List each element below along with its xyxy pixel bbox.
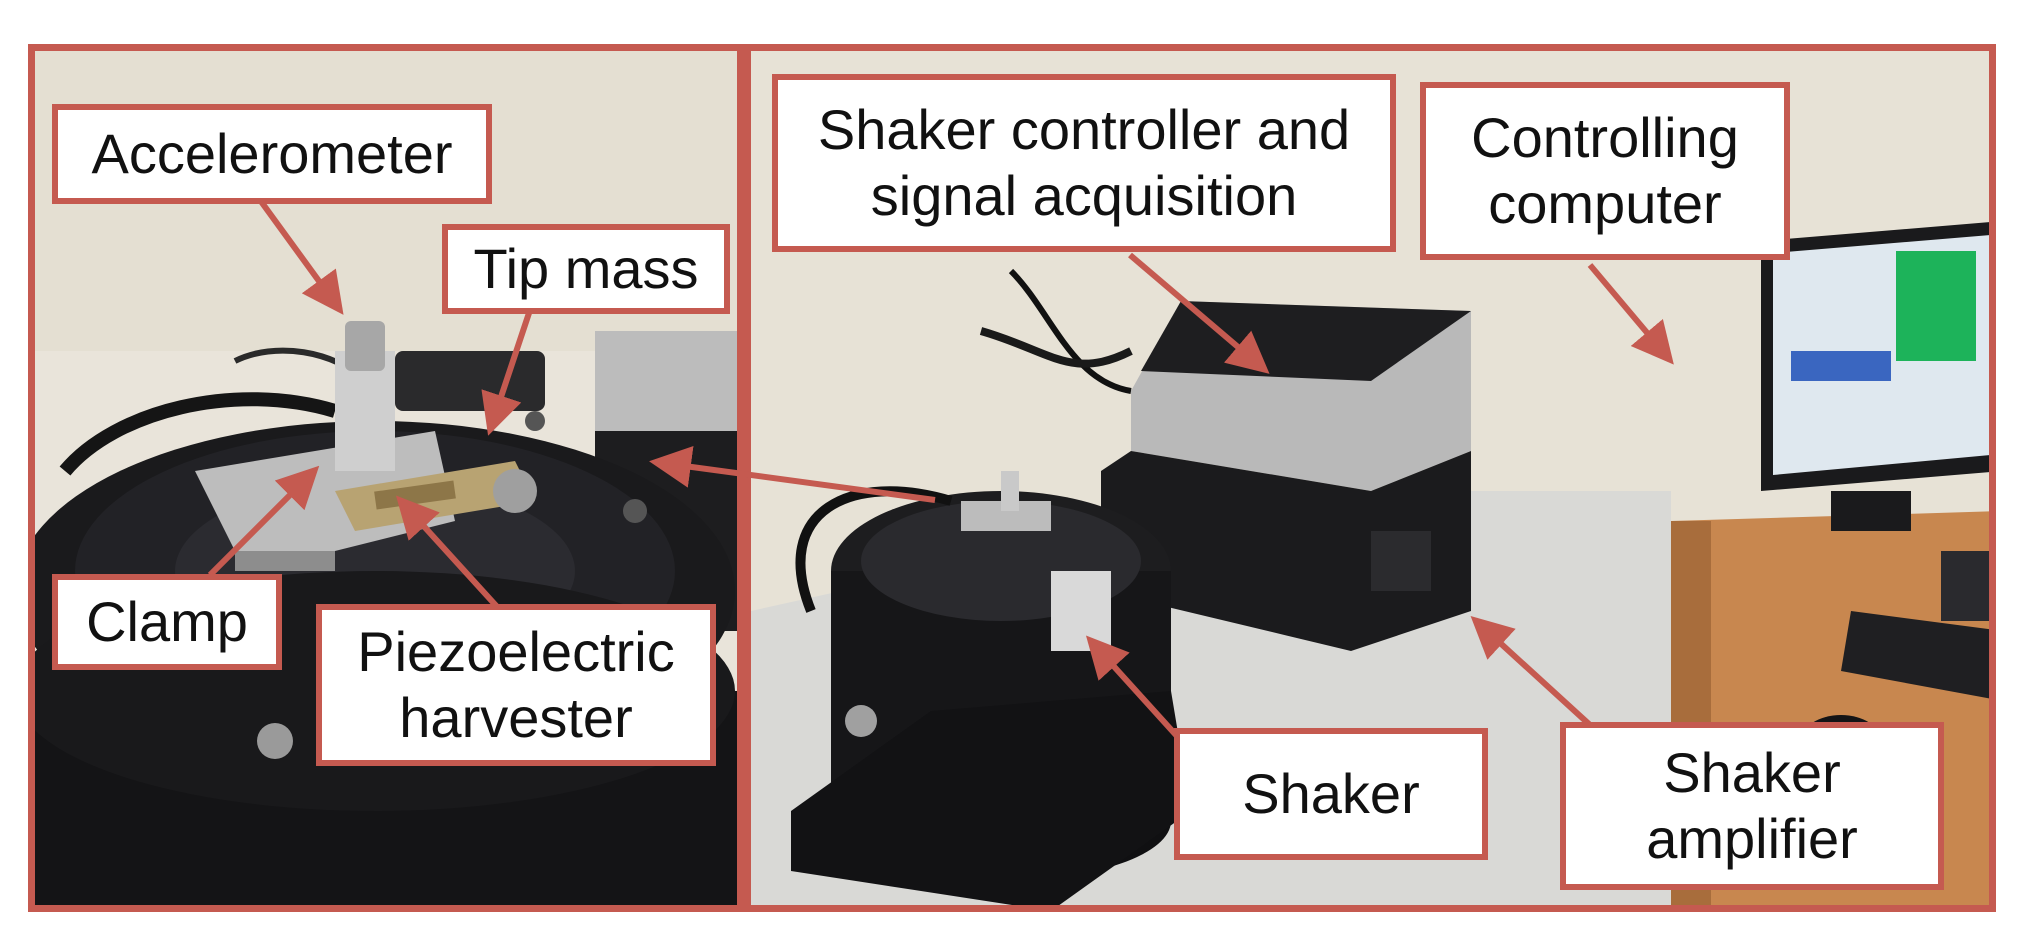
piezoelectric-harvester-label: Piezoelectric harvester (316, 604, 716, 766)
tip-mass-label: Tip mass (442, 224, 730, 314)
accelerometer-label: Accelerometer (52, 104, 492, 204)
shaker-label: Shaker (1174, 728, 1488, 860)
clamp-label: Clamp (52, 574, 282, 670)
controlling-computer-label: Controlling computer (1420, 82, 1790, 260)
shaker-amplifier-label: Shaker amplifier (1560, 722, 1944, 890)
shaker-controller-label: Shaker controller and signal acquisition (772, 74, 1396, 252)
